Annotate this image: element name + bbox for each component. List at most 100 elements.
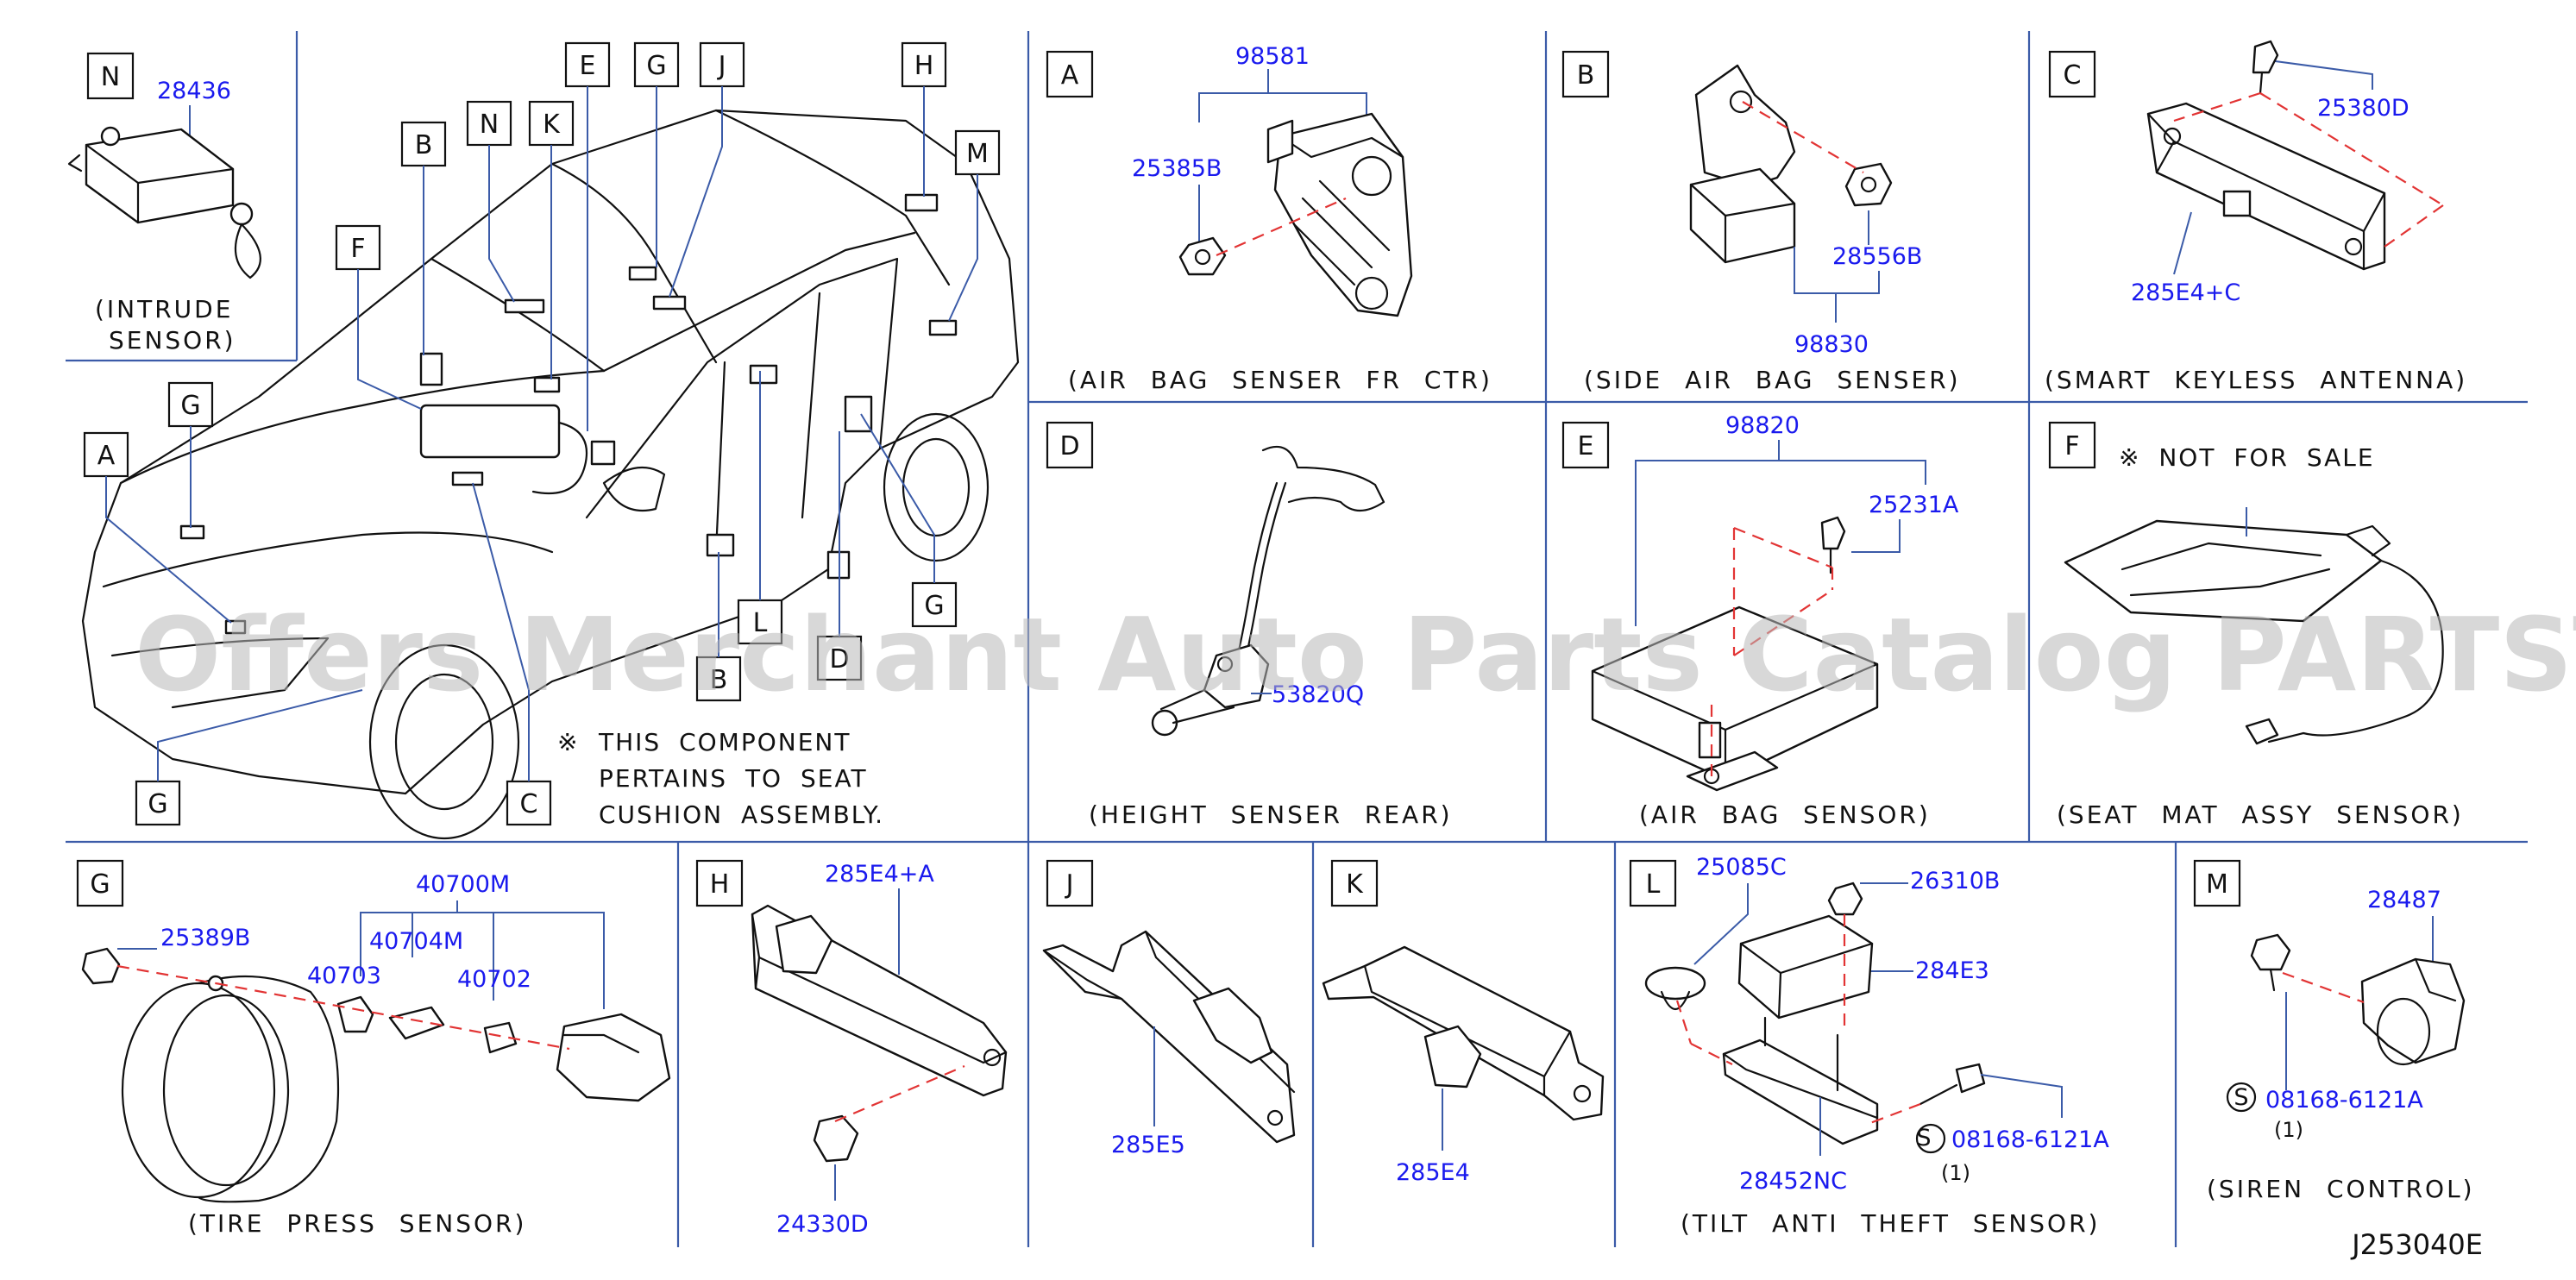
part-28436: 28436 [157, 78, 231, 104]
keyless-antenna-h-drawing [751, 904, 1008, 1163]
svg-text:G: G [646, 51, 666, 81]
panel-h: H 285E4+A 24330D [695, 859, 1008, 1238]
panel-n-caption-1: (INTRUDE [95, 295, 233, 323]
svg-text:M: M [2206, 869, 2228, 900]
part-28556B: 28556B [1832, 243, 1922, 270]
side-air-bag-sensor-drawing [1689, 64, 1893, 264]
svg-text:D: D [1059, 431, 1079, 461]
part-25380D: 25380D [2317, 95, 2410, 122]
svg-text:N: N [480, 110, 499, 140]
watermark-text: Offers Merchant Auto Parts Catalog PARTS… [135, 595, 2576, 714]
part-284E3: 284E3 [1915, 957, 1989, 984]
seat-cushion-note: ※ THIS COMPONENT PERTAINS TO SEAT CUSHIO… [557, 728, 883, 829]
panel-f-not-for-sale: ※ NOT FOR SALE [2119, 443, 2375, 472]
svg-text:B: B [1577, 60, 1595, 91]
part-08168-6121A-m: 08168-6121A [2265, 1087, 2423, 1114]
panel-dividers [66, 31, 2528, 1247]
svg-text:A: A [97, 441, 116, 471]
panel-k: K 285E4 [1322, 859, 1605, 1186]
panel-b: B 28556B 98830 (SIDE AIR BAG SENSER) [1561, 50, 1961, 394]
part-08168-6121A-l: 08168-6121A [1951, 1126, 2109, 1153]
part-40703: 40703 [307, 963, 381, 989]
keyless-antenna-k-drawing [1322, 945, 1605, 1121]
part-28487: 28487 [2367, 887, 2441, 913]
svg-text:D: D [829, 644, 849, 675]
panel-j: J 285E5 [1042, 859, 1296, 1158]
panel-d-caption: (HEIGHT SENSER REAR) [1089, 800, 1453, 829]
svg-text:L: L [753, 608, 768, 638]
panel-c: C 25380D 285E4+C (SMART KEYLESS ANTENNA) [2045, 40, 2467, 394]
panel-f-caption: (SEAT MAT ASSY SENSOR) [2057, 800, 2464, 829]
panel-a-caption: (AIR BAG SENSER FR CTR) [1068, 366, 1492, 394]
note-line-1: THIS COMPONENT [598, 728, 851, 756]
panel-b-caption: (SIDE AIR BAG SENSER) [1584, 366, 1961, 394]
svg-text:L: L [1646, 869, 1661, 900]
panel-n: N 28436 (INTRUDE SENSOR) [67, 52, 261, 355]
keyless-antenna-j-drawing [1042, 930, 1296, 1144]
part-98820: 98820 [1725, 412, 1800, 439]
part-40702: 40702 [457, 966, 531, 993]
smart-keyless-antenna-drawing [2146, 40, 2386, 271]
part-285E4: 285E4 [1396, 1159, 1470, 1186]
svg-text:J: J [1065, 869, 1074, 900]
svg-text:F: F [350, 234, 365, 264]
panel-m-s-mark: S [2234, 1084, 2248, 1111]
vehicle-overview [81, 109, 1020, 840]
panel-e-caption: (AIR BAG SENSOR) [1639, 800, 1931, 829]
panel-g: G 40700M 25389B 40704M 40703 40702 (TIRE… [76, 859, 671, 1238]
part-285E4C: 285E4+C [2131, 279, 2240, 306]
svg-text:G: G [148, 789, 167, 819]
svg-text:G: G [180, 391, 200, 421]
svg-text:M: M [966, 139, 989, 169]
svg-text:H: H [710, 869, 730, 900]
air-bag-sensor-fr-drawing [1178, 112, 1413, 317]
svg-text:B: B [710, 665, 728, 695]
svg-text:B: B [415, 130, 433, 160]
panel-e: E 98820 25231A (AIR BAG SENSOR) [1561, 412, 1959, 829]
panel-m-caption: (SIREN CONTROL) [2207, 1175, 2475, 1203]
qty-l: (1) [1941, 1161, 1970, 1185]
svg-text:E: E [580, 51, 596, 81]
svg-text:C: C [2064, 60, 2082, 91]
part-98830: 98830 [1794, 331, 1869, 358]
diagram-reference-id: J253040E [2350, 1228, 2483, 1261]
panel-m: M 28487 S 08168-6121A (1) (SIREN CONTROL… [2193, 859, 2475, 1203]
part-285E4A: 285E4+A [825, 861, 934, 888]
panel-n-letter: N [101, 62, 120, 92]
panel-l: L 25085C 26310B 284E3 S 08168-6121A ( [1629, 854, 2109, 1238]
svg-text:K: K [1346, 869, 1364, 900]
tire-pressure-sensor-drawing [81, 947, 671, 1203]
panel-d: D 53820Q (HEIGHT SENSER REAR) [1046, 421, 1453, 829]
siren-control-drawing [2250, 933, 2466, 1066]
part-98581: 98581 [1235, 43, 1310, 70]
svg-text:J: J [717, 51, 726, 81]
part-53820Q: 53820Q [1272, 681, 1364, 708]
part-285E5: 285E5 [1111, 1132, 1185, 1158]
tilt-anti-theft-sensor-drawing [1644, 882, 1986, 1145]
panel-l-caption: (TILT ANTI THEFT SENSOR) [1681, 1209, 2100, 1238]
part-25231A: 25231A [1869, 492, 1959, 518]
panel-n-caption-2: SENSOR) [109, 326, 236, 355]
panel-n-letter-box [86, 52, 135, 100]
height-sensor-rear-drawing [1151, 445, 1385, 737]
svg-text:G: G [924, 591, 944, 621]
svg-text:H: H [914, 51, 934, 81]
panel-l-s-mark: S [1916, 1125, 1931, 1151]
part-40700M: 40700M [416, 871, 510, 898]
part-24330D: 24330D [776, 1211, 869, 1238]
intrude-sensor-drawing [67, 126, 261, 279]
part-40704M: 40704M [369, 928, 463, 955]
part-28452NC: 28452NC [1739, 1168, 1847, 1195]
panel-a: A 98581 25385B (AIR BAG SENSER FR CTR) [1046, 43, 1492, 394]
note-line-2: PERTAINS TO SEAT [599, 764, 868, 793]
svg-text:K: K [543, 110, 561, 140]
svg-text:G: G [90, 869, 110, 900]
qty-m: (1) [2274, 1118, 2303, 1142]
part-25389B: 25389B [160, 925, 250, 951]
panel-g-caption: (TIRE PRESS SENSOR) [188, 1209, 526, 1238]
panel-c-caption: (SMART KEYLESS ANTENNA) [2045, 366, 2467, 394]
svg-text:F: F [2064, 431, 2079, 461]
seat-mat-sensor-drawing [2064, 519, 2444, 745]
part-26310B: 26310B [1910, 868, 2000, 894]
